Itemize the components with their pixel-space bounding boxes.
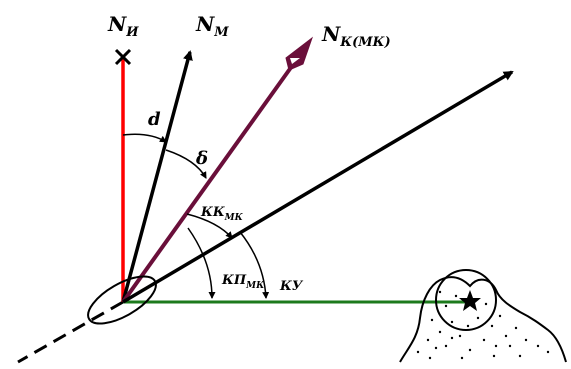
- deviation-arc: [165, 149, 207, 179]
- compass-course-arc: [186, 213, 233, 239]
- diamond-arrowhead-icon: [285, 36, 314, 71]
- true-north-label: NИ: [107, 12, 139, 40]
- compass-north-line: [121, 64, 294, 304]
- deviation-label: δ: [195, 148, 208, 169]
- stern-dashed-line: [17, 300, 124, 364]
- magnetic-north-label: NМ: [195, 12, 229, 40]
- landmark-area: [399, 269, 567, 363]
- landmark-circle: [435, 269, 497, 331]
- compass-bearing-arc: [187, 227, 216, 299]
- vessel-ellipse-icon: [87, 275, 157, 325]
- x-mark-icon: [114, 48, 132, 66]
- compass-bearing-label: КПМК: [221, 273, 265, 291]
- heading-angle-label: КУ: [279, 279, 304, 294]
- star-icon: [459, 290, 481, 311]
- compass-course-label: ККМК: [200, 205, 244, 223]
- compass-north-label: NК(МК): [321, 22, 391, 50]
- declination-label: d: [148, 109, 161, 130]
- heading-angle-arc: [239, 231, 270, 299]
- declination-arc: [122, 133, 167, 143]
- coastline: [399, 276, 567, 363]
- heading-line: [122, 70, 514, 304]
- magnetic-north-line: [121, 50, 193, 303]
